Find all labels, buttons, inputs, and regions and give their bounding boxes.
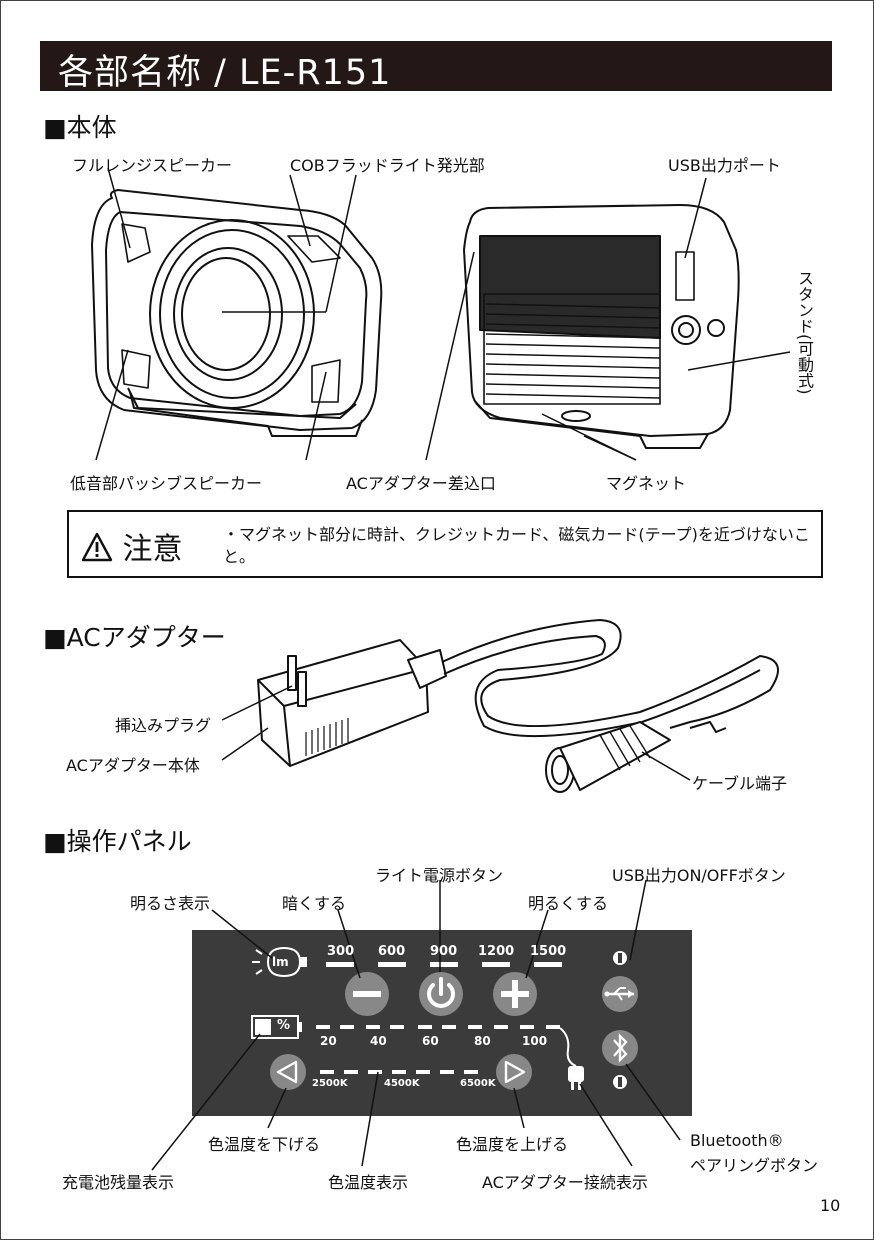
percent-label: % (277, 1018, 291, 1033)
section-body-heading: ■本体 (43, 113, 117, 142)
battery-100: 100 (522, 1034, 548, 1048)
label-bass-speaker: 低音部パッシブスピーカー (70, 474, 263, 493)
label-bluetooth-line2: ペアリングボタン (690, 1156, 819, 1175)
label-cob-light: COBフラッドライト発光部 (290, 156, 485, 175)
caution-box: 注意 ・マグネット部分に時計、クレジットカード、磁気カード(テープ)を近づけない… (67, 510, 823, 578)
lumen-600: 600 (378, 944, 406, 959)
page-number: 10 (820, 1196, 841, 1215)
caution-text: ・マグネット部分に時計、クレジットカード、磁気カード(テープ)を近づけないこと。 (223, 525, 810, 566)
minus-icon[interactable] (345, 972, 389, 1016)
caution-heading-text: 注意 (122, 532, 183, 567)
label-ac-connect-display: ACアダプター接続表示 (482, 1173, 648, 1192)
label-light-power: ライト電源ボタン (375, 866, 504, 885)
panel-leader-lines (151, 879, 681, 1171)
power-icon[interactable] (419, 972, 463, 1016)
label-adapter-body: ACアダプター本体 (66, 756, 200, 775)
lumen-bar-3 (430, 962, 458, 967)
label-usb-port: USB出力ポート (668, 156, 781, 175)
page-title: 各部名称 / LE-R151 (58, 53, 392, 93)
label-magnet: マグネット (606, 474, 687, 493)
adapter-leader-lines (221, 685, 691, 781)
kelvin-6500: 6500K (460, 1078, 496, 1089)
caution-icon (81, 532, 113, 562)
battery-bars (316, 1025, 560, 1029)
lumen-bar-4 (482, 962, 510, 967)
label-usb-onoff: USB出力ON/OFFボタン (612, 866, 786, 885)
label-stand: スタンド(可動式) (795, 270, 814, 395)
bluetooth-icon[interactable] (602, 1030, 638, 1066)
triangle-left-icon[interactable] (270, 1054, 306, 1090)
usb-indicator (613, 951, 627, 965)
lumen-bar-5 (534, 962, 562, 967)
lm-label: lm (272, 955, 289, 969)
label-bluetooth-line1: Bluetooth® (690, 1131, 784, 1150)
bluetooth-indicator (613, 1075, 627, 1089)
battery-60: 60 (422, 1034, 439, 1048)
battery-80: 80 (474, 1034, 491, 1048)
label-full-range-speaker: フルレンジスピーカー (72, 156, 233, 175)
label-color-temp-display: 色温度表示 (328, 1173, 409, 1192)
label-plug: 挿込みプラグ (115, 716, 212, 735)
label-ac-inlet: ACアダプター差込口 (346, 474, 496, 493)
ac-adapter-illustration (257, 619, 779, 793)
kelvin-4500: 4500K (384, 1078, 420, 1089)
kelvin-2500: 2500K (312, 1078, 348, 1089)
bulb-icon (252, 946, 307, 978)
section-adapter-heading: ■ACアダプター (43, 623, 226, 652)
lumen-300: 300 (327, 944, 355, 959)
battery-20: 20 (320, 1034, 337, 1048)
label-brighter: 明るくする (528, 894, 609, 913)
lumen-bar-2 (378, 962, 406, 967)
label-dimmer: 暗くする (282, 894, 347, 913)
title-bar: 各部名称 / LE-R151 (40, 41, 832, 93)
lumen-1500: 1500 (530, 944, 567, 959)
lumen-900: 900 (430, 944, 458, 959)
color-temp-bars (320, 1070, 478, 1074)
caution-heading: 注意 (81, 524, 183, 568)
label-color-up: 色温度を上げる (456, 1135, 569, 1154)
lumen-1200: 1200 (478, 944, 515, 959)
usb-icon[interactable] (602, 976, 638, 1012)
plug-icon (559, 1027, 584, 1090)
label-color-down: 色温度を下げる (208, 1135, 321, 1154)
triangle-right-icon[interactable] (496, 1054, 532, 1090)
operation-panel (192, 930, 692, 1116)
lumen-bars (326, 962, 562, 967)
section-panel-heading: ■操作パネル (43, 827, 192, 856)
label-cable-terminal: ケーブル端子 (692, 774, 788, 793)
plus-icon[interactable] (493, 972, 537, 1016)
body-leader-lines (95, 167, 791, 461)
lumen-bar-1 (326, 962, 354, 967)
battery-40: 40 (370, 1034, 387, 1048)
battery-icon (251, 1015, 302, 1039)
label-brightness-display: 明るさ表示 (130, 894, 211, 913)
label-battery-display: 充電池残量表示 (62, 1173, 175, 1192)
speaker-back-illustration (463, 204, 740, 449)
